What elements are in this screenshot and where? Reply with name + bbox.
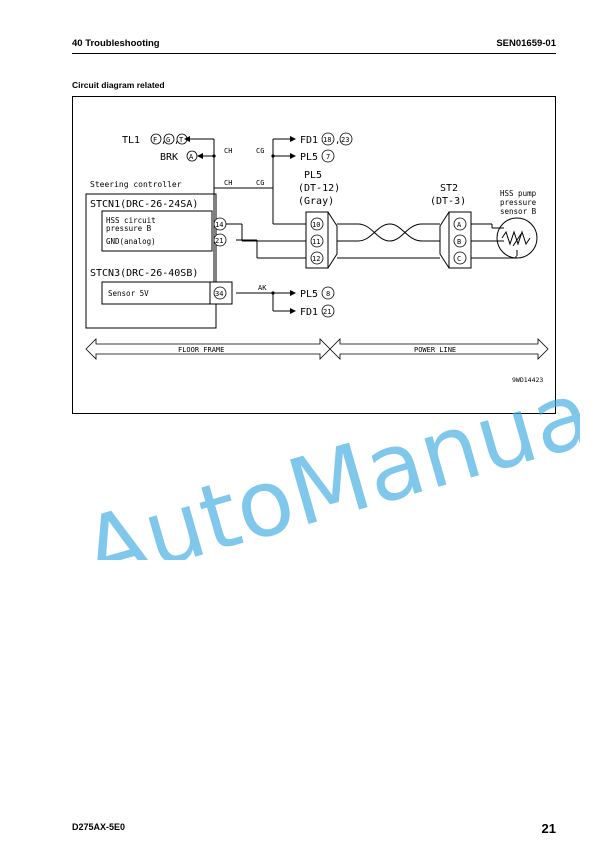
- fd1-bottom-label: FD1: [300, 307, 318, 318]
- fd1-comma: ,: [335, 136, 340, 146]
- pl5-pin-12: 12: [312, 255, 320, 263]
- tl1-comma-2: ,: [174, 136, 179, 146]
- pl5-pin-11: 11: [312, 238, 320, 246]
- chapter-header: 40 Troubleshooting: [72, 38, 160, 49]
- st2-pin-a: A: [457, 221, 462, 229]
- fd1-pin-18: 18: [323, 136, 331, 144]
- model-code: D275AX-5E0: [72, 822, 126, 832]
- cg-mid-label: CG: [256, 179, 264, 187]
- pl5-name: PL5: [304, 170, 322, 181]
- st2-pin-b: B: [457, 238, 461, 246]
- tl1-label: TL1: [122, 135, 140, 146]
- sensor-5v-label: Sensor 5V: [108, 289, 149, 298]
- pin-34: 34: [215, 290, 223, 298]
- hss-circuit-line1: HSS circuit: [106, 216, 156, 225]
- power-line-label: POWER LINE: [414, 346, 456, 354]
- hss-pump-line3: sensor B: [500, 207, 537, 216]
- pl5-pin-8: 8: [326, 290, 330, 298]
- cg-top-label: CG: [256, 147, 264, 155]
- page-number: 21: [541, 821, 556, 836]
- header-rule: [72, 53, 556, 54]
- pl5-top-label: PL5: [300, 152, 318, 163]
- fd1-pin-21: 21: [323, 308, 331, 316]
- fd1-top-label: FD1: [300, 135, 318, 146]
- st2-name: ST2: [440, 183, 458, 194]
- ak-label: AK: [258, 284, 267, 292]
- brk-label: BRK: [160, 152, 178, 163]
- stcn1-label: STCN1(DRC-26-24SA): [90, 199, 198, 210]
- pl5-color: (Gray): [298, 196, 334, 207]
- st2-type: (DT-3): [430, 196, 466, 207]
- hss-pump-line1: HSS pump: [500, 189, 537, 198]
- tl1-comma-1: ,: [161, 136, 166, 146]
- gnd-analog-label: GND(analog): [106, 237, 156, 246]
- arrowheads: [184, 136, 296, 314]
- diagram-frame: [72, 96, 556, 414]
- circuit-diagram: TL1 F , G , T BRK A FD1 18 , 23 PL5 7 CH…: [72, 96, 556, 414]
- tl1-pin-g: G: [166, 136, 170, 144]
- tl1-pin-t: T: [179, 136, 184, 144]
- document-code: SEN01659-01: [496, 38, 556, 49]
- section-title: Circuit diagram related: [72, 80, 165, 90]
- pin-14: 14: [215, 221, 223, 229]
- hss-circuit-line2: pressure B: [106, 224, 152, 233]
- pl5-type: (DT-12): [298, 183, 340, 194]
- stcn3-label: STCN3(DRC-26-40SB): [90, 268, 198, 279]
- tl1-pin-f: F: [153, 136, 157, 144]
- figure-code: 9WD14423: [512, 376, 543, 384]
- pin-21: 21: [215, 237, 223, 245]
- pl5-bottom-label: PL5: [300, 289, 318, 300]
- ch-top-label: CH: [224, 147, 232, 155]
- fd1-pin-23: 23: [341, 136, 349, 144]
- brk-pin-a: A: [189, 153, 194, 161]
- steering-controller-label: Steering controller: [90, 180, 182, 189]
- hss-pump-line2: pressure: [500, 198, 537, 207]
- ch-mid-label: CH: [224, 179, 232, 187]
- pl5-pin-10: 10: [312, 221, 320, 229]
- pl5-pin-7: 7: [326, 153, 330, 161]
- st2-pin-c: C: [457, 255, 461, 263]
- floor-frame-label: FLOOR FRAME: [178, 346, 224, 354]
